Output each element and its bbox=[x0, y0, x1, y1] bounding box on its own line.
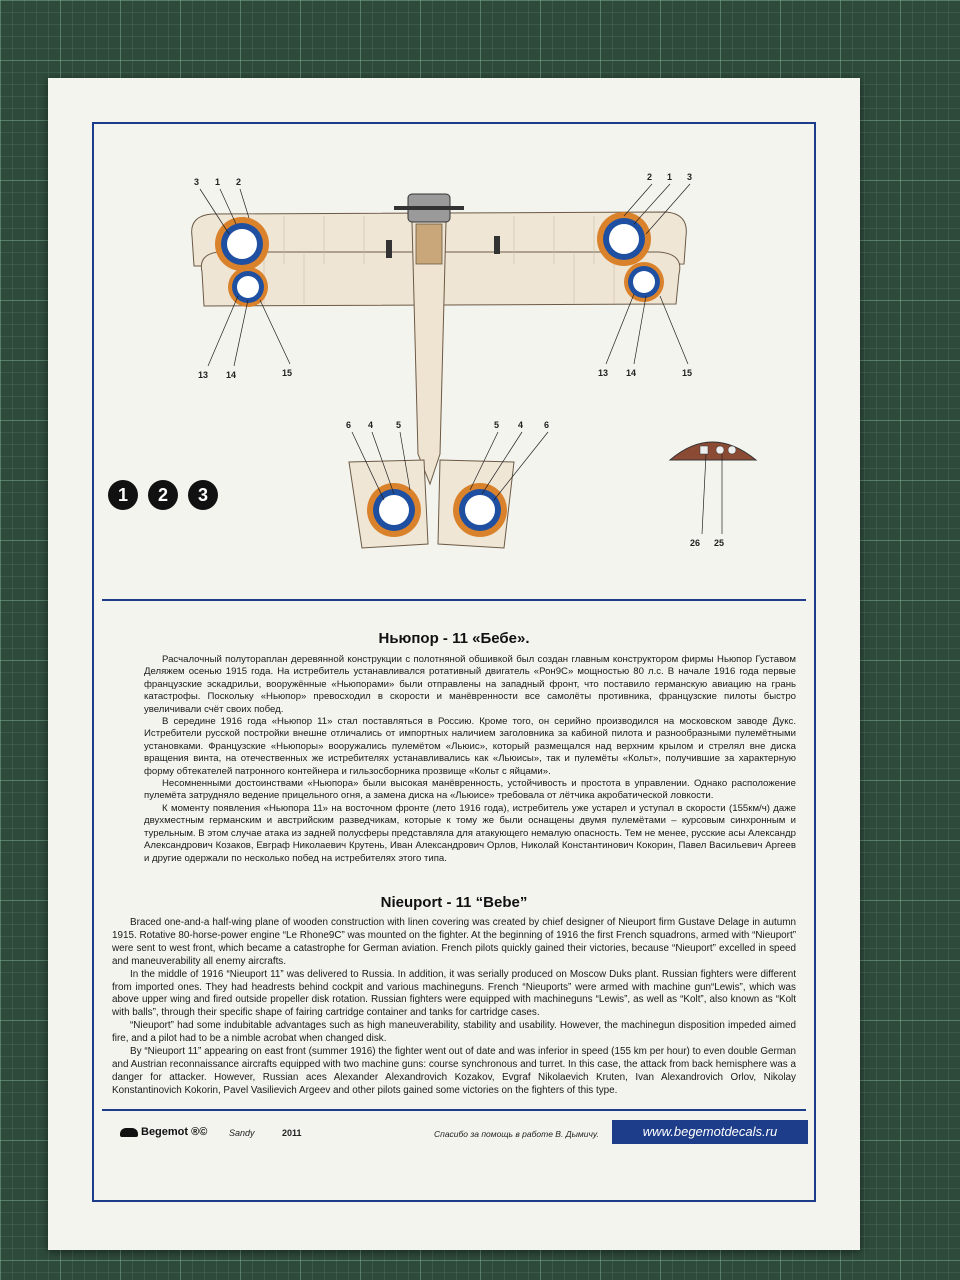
callout-15-ll: 15 bbox=[282, 368, 292, 378]
variant-badge-2: 2 bbox=[148, 480, 178, 510]
callout-14-lr: 14 bbox=[626, 368, 636, 378]
panel-gauge-1 bbox=[699, 445, 709, 455]
callout-2-tr: 2 bbox=[647, 172, 652, 182]
divider-top bbox=[102, 599, 806, 601]
roundel-tail-right bbox=[453, 483, 507, 537]
brand-marks: ®© bbox=[191, 1126, 208, 1138]
wheel-left bbox=[386, 240, 392, 258]
roundel-lower-left bbox=[228, 267, 268, 307]
cockpit-area bbox=[415, 223, 443, 265]
brand-name: Begemot bbox=[141, 1126, 189, 1138]
callout-13-ll: 13 bbox=[198, 370, 208, 380]
roundel-upper-left bbox=[215, 217, 269, 271]
callout-6-tl: 6 bbox=[346, 420, 351, 430]
footer: Begemot ®© Sandy 2011 Спасибо за помощь … bbox=[94, 1114, 814, 1154]
callout-14-ll: 14 bbox=[226, 370, 236, 380]
english-title: Nieuport - 11 “Bebe” bbox=[380, 894, 528, 911]
russian-title: Ньюпор - 11 «Бебе». bbox=[378, 630, 530, 647]
callout-1-tl: 1 bbox=[215, 177, 220, 187]
instrument-panel bbox=[668, 441, 758, 461]
callout-13-lr: 13 bbox=[598, 368, 608, 378]
callout-2-tl: 2 bbox=[236, 177, 241, 187]
thanks-note: Спасибо за помощь в работе В. Дымичу. bbox=[434, 1129, 599, 1139]
callout-5-tl: 5 bbox=[396, 420, 401, 430]
en-paragraph: In the middle of 1916 “Nieuport 11” was … bbox=[112, 968, 796, 1019]
aircraft-top-view-drawing: 3 1 2 2 1 3 13 14 15 13 14 15 6 4 5 5 4 … bbox=[191, 172, 758, 549]
callout-3-tr: 3 bbox=[687, 172, 692, 182]
divider-bottom bbox=[102, 1109, 806, 1111]
panel-gauge-2 bbox=[715, 445, 725, 455]
en-paragraph: “Nieuport” had some indubitable advantag… bbox=[112, 1020, 796, 1045]
wheel-right bbox=[494, 236, 500, 254]
author-name: Sandy bbox=[229, 1128, 255, 1138]
callout-5-tr: 5 bbox=[494, 420, 499, 430]
leader-lines bbox=[199, 183, 723, 535]
variant-badge-3: 3 bbox=[188, 480, 218, 510]
callout-4-tr: 4 bbox=[518, 420, 523, 430]
callout-3-tl: 3 bbox=[194, 177, 199, 187]
brand-logo: Begemot ®© bbox=[120, 1126, 207, 1138]
roundel-tail-left bbox=[367, 483, 421, 537]
callout-26: 26 bbox=[690, 538, 700, 548]
website-link[interactable]: www.begemotdecals.ru bbox=[612, 1120, 808, 1144]
year: 2011 bbox=[282, 1128, 302, 1138]
ru-paragraph: Несомненными достоинствами «Ньюпора» был… bbox=[144, 778, 796, 802]
panel-gauge-3 bbox=[727, 445, 737, 455]
variant-badge-1: 1 bbox=[108, 480, 138, 510]
ru-paragraph: В середине 1916 года «Ньюпор 11» стал по… bbox=[144, 716, 796, 777]
ru-paragraph: Расчалочный полутораплан деревянной конс… bbox=[144, 654, 796, 715]
ru-paragraph: К моменту появления «Ньюпора 11» на вост… bbox=[144, 802, 796, 864]
english-description: Braced one-and-a half-wing plane of wood… bbox=[112, 917, 796, 1098]
blue-frame: 3 1 2 2 1 3 13 14 15 13 14 15 6 4 5 5 4 … bbox=[92, 122, 816, 1202]
callout-1-tr: 1 bbox=[667, 172, 672, 182]
en-paragraph: Braced one-and-a half-wing plane of wood… bbox=[112, 917, 796, 967]
callout-6-tr: 6 bbox=[544, 420, 549, 430]
callout-25: 25 bbox=[714, 538, 724, 548]
roundel-lower-right bbox=[624, 262, 664, 302]
instruction-sheet: 3 1 2 2 1 3 13 14 15 13 14 15 6 4 5 5 4 … bbox=[48, 78, 860, 1250]
roundel-upper-right bbox=[597, 212, 651, 266]
en-paragraph: By “Nieuport 11” appearing on east front… bbox=[112, 1046, 796, 1096]
callout-15-lr: 15 bbox=[682, 368, 692, 378]
hippo-logo-icon bbox=[120, 1127, 138, 1137]
russian-description: Расчалочный полутораплан деревянной конс… bbox=[144, 654, 796, 865]
wing-ribs bbox=[243, 216, 635, 304]
callout-4-tl: 4 bbox=[368, 420, 373, 430]
